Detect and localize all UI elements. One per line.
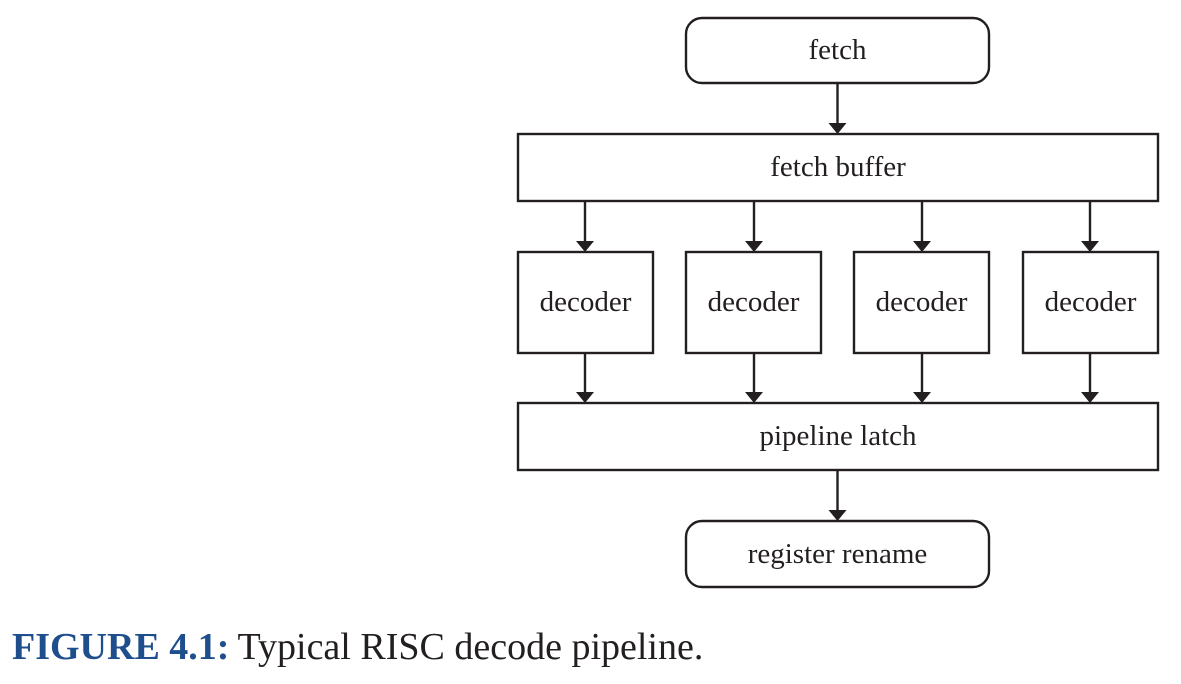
fetch-label: fetch [809,34,867,66]
arrow-buffer-to-decoder-3 [913,201,931,252]
arrow-fetch-to-buffer [828,83,847,134]
arrow-buffer-to-decoder-4 [1081,201,1099,252]
arrow-decoder-1-to-latch [576,353,594,403]
arrow-decoder-2-to-latch [745,353,763,403]
register-rename-node: register rename [684,519,991,589]
decoder-label-3: decoder [876,286,968,318]
decoder-label-1: decoder [540,286,632,318]
arrow-buffer-to-decoder-1 [576,201,594,252]
decoder-label-4: decoder [1045,286,1137,318]
figure-label: FIGURE 4.1: [12,626,230,668]
decoder-node-3: decoder [852,250,991,355]
decoder-node-1: decoder [516,250,655,355]
arrow-decoder-4-to-latch [1081,353,1099,403]
decoder-label-2: decoder [708,286,800,318]
arrow-buffer-to-decoder-2 [745,201,763,252]
fetch-node: fetch [684,16,991,85]
arrow-decoder-3-to-latch [913,353,931,403]
figure-caption: FIGURE 4.1:Typical RISC decode pipeline. [12,620,703,674]
arrow-latch-to-rename [828,470,847,521]
fetch-buffer-label: fetch buffer [770,151,906,183]
pipeline-latch-node: pipeline latch [516,401,1160,472]
pipeline-latch-label: pipeline latch [759,420,917,452]
fetch-buffer-node: fetch buffer [516,132,1160,203]
register-rename-label: register rename [748,538,928,570]
decoder-node-2: decoder [684,250,823,355]
decoder-node-4: decoder [1021,250,1160,355]
figure-caption-text: Typical RISC decode pipeline. [237,626,704,668]
